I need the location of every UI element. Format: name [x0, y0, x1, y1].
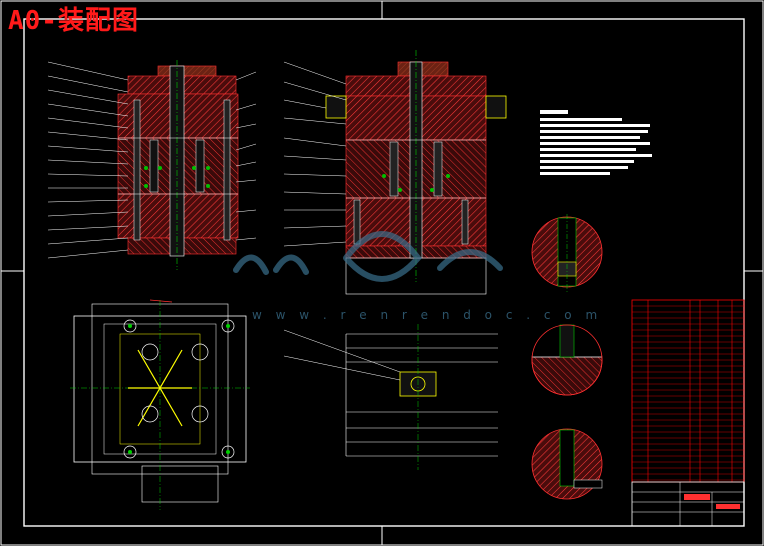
watermark-url: w w w . r e n r e n d o c . c o m: [252, 308, 603, 322]
parts-list: [631, 299, 745, 483]
detail-view-3: [531, 428, 603, 500]
detail-view-2: [531, 324, 603, 396]
front-section-view: [117, 60, 239, 270]
watermark-logo: [233, 231, 503, 282]
title-block: [631, 481, 745, 527]
front-view-leaders: [47, 61, 257, 259]
technical-requirements: [540, 110, 652, 175]
drawing-title: A0-装配图: [8, 6, 139, 36]
side-view-leaders: [283, 61, 347, 247]
plan-view: [70, 299, 250, 510]
partial-section-view: [283, 324, 498, 470]
detail-view-1: [531, 214, 603, 292]
side-section-view: [325, 50, 507, 295]
